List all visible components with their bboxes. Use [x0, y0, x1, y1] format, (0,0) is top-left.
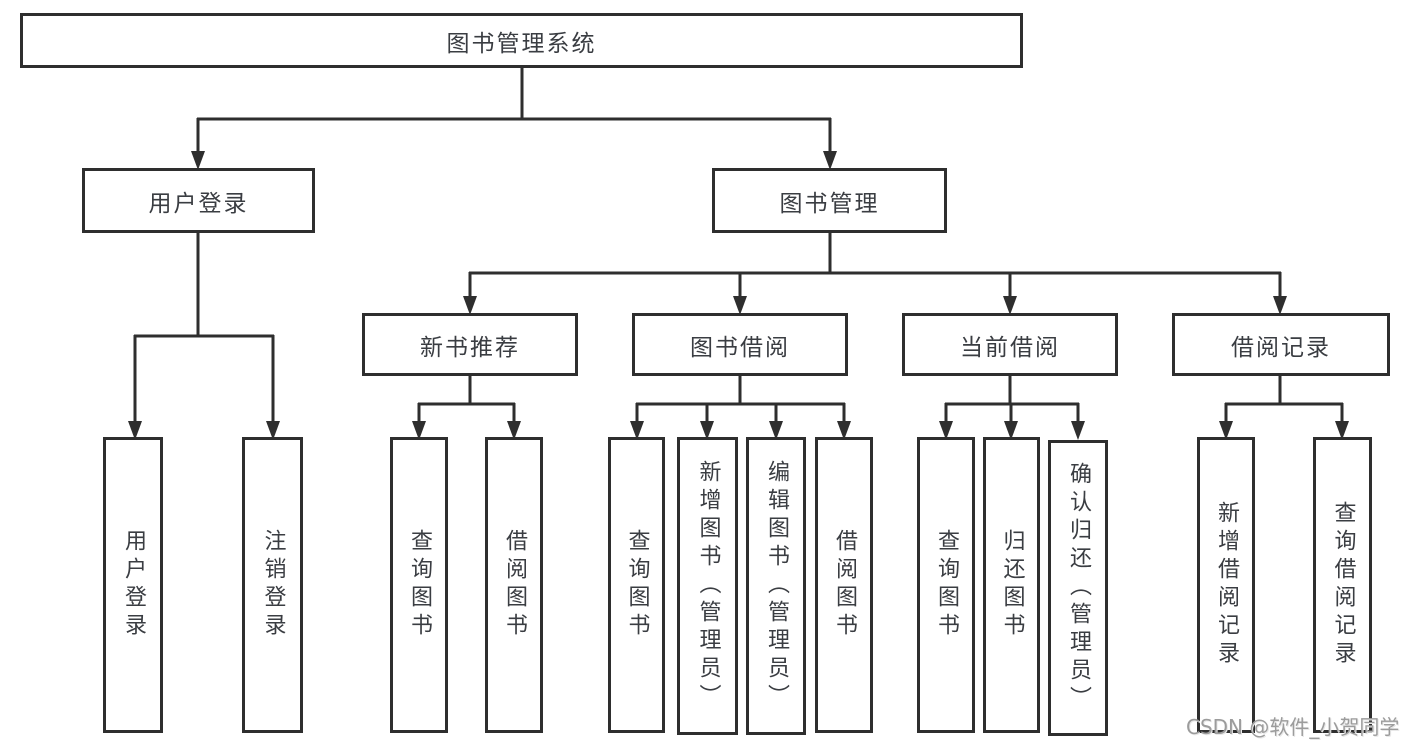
node-book-management: 图书管理	[712, 168, 947, 233]
leaf-borrow-add-books-admin-label: 新增图书（管理员）	[695, 460, 721, 712]
leaf-current-return-books: 归还图书	[983, 437, 1040, 733]
node-user-login: 用户登录	[82, 168, 315, 233]
node-current-borrowing-label: 当前借阅	[960, 334, 1060, 361]
leaf-borrow-add-books-admin: 新增图书（管理员）	[677, 437, 738, 735]
leaf-records-query-record: 查询借阅记录	[1313, 437, 1372, 733]
node-borrowing-records-label: 借阅记录	[1231, 334, 1331, 361]
leaf-logout-login-label: 注销登录	[260, 529, 286, 641]
leaf-user-login-label: 用户登录	[121, 529, 146, 641]
node-book-borrowing-label: 图书借阅	[690, 334, 790, 361]
leaf-borrow-query-books-label: 查询图书	[624, 529, 650, 641]
leaf-newbooks-query-books-label: 查询图书	[407, 529, 432, 641]
leaf-records-add-record-label: 新增借阅记录	[1214, 501, 1239, 669]
node-book-borrowing: 图书借阅	[632, 313, 848, 376]
leaf-newbooks-query-books: 查询图书	[390, 437, 448, 733]
leaf-logout-login: 注销登录	[242, 437, 303, 733]
leaf-newbooks-borrow-books-label: 借阅图书	[502, 529, 527, 641]
leaf-newbooks-borrow-books: 借阅图书	[485, 437, 543, 733]
leaf-current-query-books-label: 查询图书	[934, 529, 959, 641]
leaf-borrow-borrow-books-label: 借阅图书	[832, 529, 857, 641]
leaf-records-query-record-label: 查询借阅记录	[1330, 501, 1356, 669]
watermark: CSDN @软件_小贺同学	[1186, 715, 1400, 739]
leaf-current-return-books-label: 归还图书	[999, 529, 1025, 641]
node-root: 图书管理系统	[20, 13, 1023, 68]
leaf-current-query-books: 查询图书	[917, 437, 975, 733]
node-new-book-recommend: 新书推荐	[362, 313, 578, 376]
node-current-borrowing: 当前借阅	[902, 313, 1118, 376]
leaf-borrow-edit-books-admin-label: 编辑图书（管理员）	[764, 460, 789, 712]
leaf-borrow-borrow-books: 借阅图书	[815, 437, 873, 733]
node-root-label: 图书管理系统	[446, 30, 597, 57]
leaf-records-add-record: 新增借阅记录	[1197, 437, 1255, 733]
node-new-book-recommend-label: 新书推荐	[420, 334, 520, 361]
leaf-current-confirm-return-admin: 确认归还（管理员）	[1048, 440, 1108, 736]
node-borrowing-records: 借阅记录	[1172, 313, 1390, 376]
node-user-login-label: 用户登录	[148, 190, 249, 217]
leaf-user-login: 用户登录	[103, 437, 163, 733]
leaf-current-confirm-return-admin-label: 确认归还（管理员）	[1066, 462, 1091, 714]
leaf-borrow-edit-books-admin: 编辑图书（管理员）	[746, 437, 806, 735]
node-book-management-label: 图书管理	[779, 190, 880, 217]
leaf-borrow-query-books: 查询图书	[608, 437, 665, 733]
